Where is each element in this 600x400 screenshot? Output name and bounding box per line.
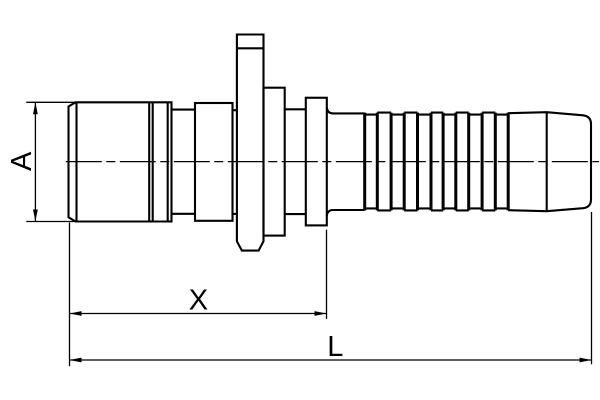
svg-text:A: A [6, 151, 38, 171]
svg-text:X: X [189, 285, 208, 317]
svg-text:L: L [327, 331, 343, 363]
